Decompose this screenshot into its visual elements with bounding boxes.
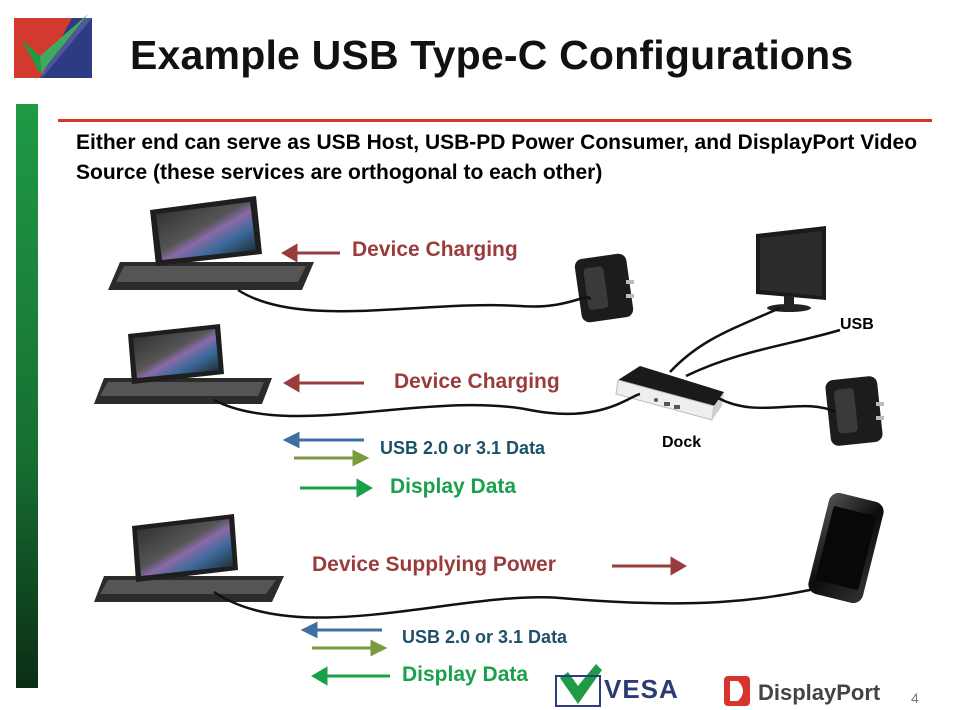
vesa-footer-check-icon (555, 664, 602, 707)
display-arrow-3 (311, 666, 390, 686)
power-adapter-1-icon (574, 253, 634, 323)
laptop-2 (94, 324, 272, 404)
device-charging-label-1: Device Charging (352, 238, 518, 261)
side-accent-bar (16, 104, 38, 688)
cables (213, 288, 841, 619)
page-subtitle: Either end can serve as USB Host, USB-PD… (76, 131, 918, 184)
title-rule (58, 119, 932, 122)
display-data-label-2: Display Data (390, 475, 517, 498)
displayport-logo-text: DisplayPort (758, 680, 881, 705)
usb-data-label-3: USB 2.0 or 3.1 Data (402, 627, 568, 647)
page-number: 4 (911, 690, 919, 706)
charging-arrow-2 (283, 373, 364, 393)
display-arrow-2 (300, 478, 373, 498)
dock-icon (615, 366, 724, 421)
page-title: Example USB Type-C Configurations (130, 32, 854, 78)
charging-arrow-1 (281, 243, 340, 263)
usb-arrow-left-2 (282, 431, 364, 449)
vesa-check-logo-icon (14, 14, 92, 78)
usb-port-label: USB (840, 316, 874, 333)
usb-data-label-2: USB 2.0 or 3.1 Data (380, 438, 546, 458)
device-supplying-power-label: Device Supplying Power (312, 553, 556, 576)
display-data-label-3: Display Data (402, 663, 529, 686)
usb-arrow-left-3 (300, 621, 382, 639)
device-charging-label-2: Device Charging (394, 370, 560, 393)
displayport-logo-icon (724, 676, 750, 706)
vesa-logo-text: VESA (604, 674, 679, 704)
laptop-1 (108, 196, 314, 290)
power-adapter-2-icon (825, 376, 884, 446)
power-arrow-3 (612, 556, 687, 576)
monitor-icon (756, 226, 826, 312)
usb-arrow-right-2 (294, 449, 370, 467)
laptop-3 (94, 514, 284, 602)
usb-arrow-right-3 (312, 639, 388, 657)
phone-icon (808, 492, 884, 604)
dock-label: Dock (662, 434, 702, 451)
